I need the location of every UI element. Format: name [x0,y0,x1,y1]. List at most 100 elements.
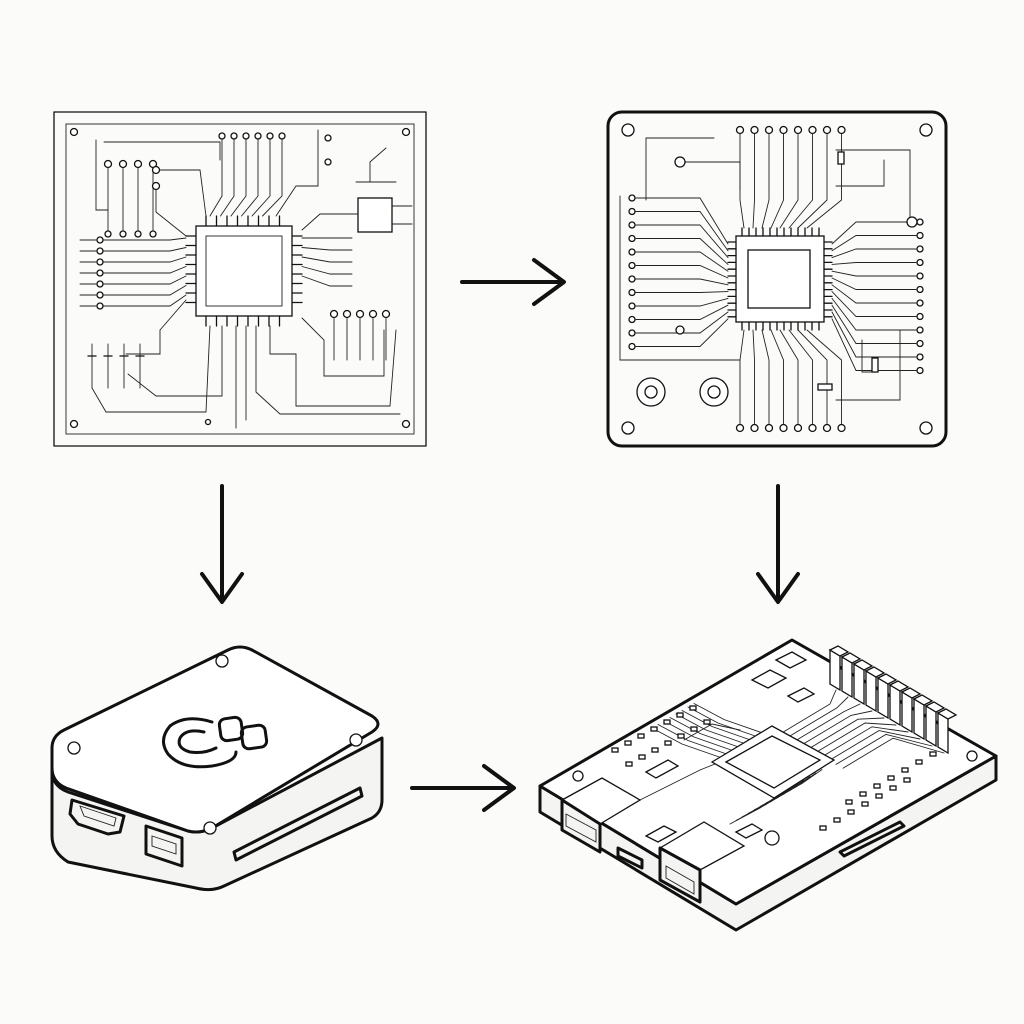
pcb-trace [797,133,828,229]
pcb-pad [628,207,636,216]
pcb-pad [750,423,759,433]
pcb-pad [628,329,636,337]
schematic-trace [99,294,187,307]
board-via [847,809,855,815]
header-pin [877,676,889,720]
enclosure-panel [50,645,384,892]
board-traces [639,689,945,825]
pcb-pad [628,302,636,310]
pcb-pad [628,288,636,297]
pcb-pad [916,299,924,307]
pcb-pad [628,234,636,243]
board-trace [663,720,735,752]
schematic-trace [99,275,187,285]
board-trace [814,722,897,754]
board-small-chip [644,825,678,843]
pcb-board-outline [606,110,948,448]
pcb-trace [831,248,917,259]
header-pin [924,701,946,713]
arrow-schematic-to-enclosure [200,484,244,604]
pcb-trace [835,329,901,401]
header-pin [937,711,949,755]
pcb-pad [674,156,686,168]
enclosure-screw [67,741,81,755]
schematic-trace [127,325,223,397]
schematic-outer-frame [53,111,427,447]
board-via [690,726,698,732]
arrow-enclosure-to-board [410,764,516,812]
board-usb-connector [658,846,702,904]
schematic-node [230,132,238,140]
enclosure-screw [215,654,229,668]
header-pin [925,704,937,748]
board-trace [807,717,885,750]
header-pin [912,694,934,706]
pcb-pad [628,194,636,202]
pcb-trace [619,195,741,361]
header-pin [852,659,874,671]
pcb-trace [831,318,917,371]
board-micro-usb-port [616,846,644,870]
pcb-trace [770,329,784,425]
schematic-trace [209,135,223,217]
board-via [703,719,711,725]
pcb-trace [635,224,729,259]
header-pin [853,662,865,706]
board-via [637,733,645,739]
pcb-pad [837,125,846,135]
pcb-mount-hole [919,421,933,435]
pcb-pad [628,315,636,324]
board-trace [683,723,741,741]
pcb-mount-hole [621,421,635,435]
schematic-node [218,132,226,140]
board-via [903,777,911,783]
pcb-trace [761,329,770,425]
schematic-node [266,132,274,140]
pcb-trace [635,304,729,320]
pcb-trace [635,278,729,286]
pcb-trace [635,297,729,307]
pcb-traces [619,125,924,433]
enclosure-side-wall [50,736,384,892]
pcb-trace [635,318,729,347]
schematic-trace [155,185,187,237]
pcb-pad [764,125,774,135]
pcb-pad [735,125,745,135]
schematic-trace [230,135,247,217]
board-hdmi-port [565,813,597,843]
header-pin [865,669,877,713]
enclosure-hdmi-port [68,798,126,836]
header-pin [901,690,913,734]
header-pin [888,680,910,692]
schematic-chip-pins [185,215,303,327]
schematic-node [103,159,113,169]
schematic-trace [125,299,187,355]
board-usb-port [665,865,695,895]
enclosure-side-slot [232,786,364,862]
pcb-pad [916,231,924,240]
pcb-trace [831,304,917,344]
pcb-pad [822,423,832,433]
board-pin-header [828,645,958,755]
pcb-pad [916,258,924,267]
schematic-node [104,230,112,238]
board-crystal [644,759,680,779]
schematic-trace [99,237,187,241]
pcb-trace [779,133,799,229]
schematic-corner-node [69,127,79,137]
schematic-node [96,291,104,299]
board-trace [828,730,921,762]
pcb-trace [645,137,715,201]
schematic-trace [99,266,187,274]
schematic-trace [262,135,283,217]
pcb-trace [831,221,917,245]
pcb-trace [679,161,741,191]
pcb-component [817,383,833,391]
pcb-pad [822,125,832,135]
board-via [929,751,937,757]
pcb-mount-hole [621,123,635,137]
header-pin [889,683,901,727]
pcb-pad [916,312,924,321]
pcb-trace [779,329,799,425]
schematic-trace [275,129,319,217]
